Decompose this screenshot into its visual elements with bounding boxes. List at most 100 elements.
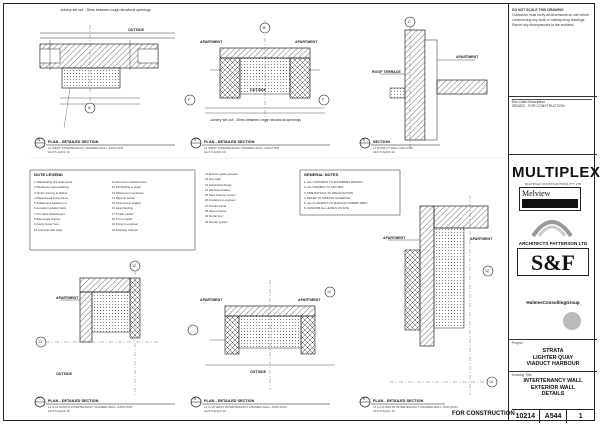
grid-12-c: 12 bbox=[485, 269, 489, 273]
joinery-note-2: Joinery set out - Dims between rough str… bbox=[210, 118, 301, 122]
label-outside-5: OUTSIDE bbox=[250, 88, 266, 92]
general-note: 5. ALL FLASHINGS TO MANUFACTURERS SPEC bbox=[304, 201, 368, 206]
for-construction-stamp: FOR CONSTRUCTION bbox=[452, 411, 515, 417]
legend-item: 4 Plasterboard lining 13mm bbox=[34, 195, 69, 200]
label-apartment-8a: APARTMENT bbox=[200, 298, 223, 302]
legend-item: 16 Head flashing bbox=[112, 206, 133, 211]
general-notes-box bbox=[299, 169, 401, 216]
project-name-line: LIGHTER QUAY bbox=[532, 354, 574, 361]
legend-item: 20 Drainage channel bbox=[112, 227, 138, 232]
engineer-logo: S&F bbox=[517, 248, 589, 276]
detail-9-subtitle: L2 to L8 NORTH INTERTENANCY FRAMED WALL … bbox=[373, 405, 458, 409]
tb-divider bbox=[509, 371, 597, 372]
detail-5-title: PLAN - DETAILED SECTION bbox=[204, 140, 255, 144]
label-outside-8: OUTSIDE bbox=[250, 370, 266, 374]
label-apartment-9b: APARTMENT bbox=[470, 237, 493, 241]
general-note: 1. ALL CONCRETE TO ENGINEERS DETAILS bbox=[304, 180, 363, 184]
tb-divider bbox=[509, 154, 597, 155]
detail-5-number: 5 bbox=[194, 138, 196, 142]
partner-logo-bar bbox=[522, 199, 578, 208]
legend-box bbox=[29, 169, 196, 251]
drawing-title-line: DETAILS bbox=[541, 391, 565, 397]
legend-item: 14 Rigid air barrier bbox=[112, 195, 136, 200]
legend-item: 19 Fixing to engineer bbox=[112, 222, 139, 227]
legend-item: 27 Precast panel bbox=[205, 203, 226, 208]
legend-item: 2 Windbarrier panel flashing bbox=[34, 185, 69, 190]
legend-item: 6 Acoustic insulation batts bbox=[34, 206, 67, 211]
detail-5-subtitle: L2 WEST INTERTENANCY FRAMED WALL JUNCTIO… bbox=[204, 146, 280, 150]
label-roof-terrace: ROOF TERRACE bbox=[372, 70, 401, 74]
detail-7-number: 7 bbox=[38, 397, 40, 401]
detail-5-drawing bbox=[184, 20, 330, 125]
drawing-title: INTERTENANCY WALL EXTERIOR WALL DETAILS bbox=[512, 378, 594, 398]
sheet-number: A544 bbox=[540, 410, 568, 423]
detail-4-subtitle: L2 WEST INTERTENANCY FRAMED WALL JUNCTIO… bbox=[48, 146, 124, 150]
legend-item: 7 Fire rated plasterboard bbox=[34, 211, 65, 216]
legend-item: 12 Sill flashing to detail bbox=[112, 185, 141, 190]
detail-4-ref: A1/1:5 A(2)/1:10 bbox=[48, 150, 70, 154]
consultant-logo: HulmesConsultingGroup bbox=[526, 300, 580, 305]
legend-item: 3 Timber framing at 600crs bbox=[34, 190, 68, 195]
legend-item: 8 Steel angle bracket bbox=[34, 217, 61, 222]
general-notes-list: 1. ALL CONCRETE TO ENGINEERS DETAILS 2. … bbox=[304, 180, 398, 212]
drawing-title-line: EXTERIOR WALL bbox=[530, 384, 576, 391]
project-name-line: STRATA bbox=[542, 348, 564, 354]
project-name: STRATA LIGHTER QUAY VIADUCT HARBOUR bbox=[512, 348, 594, 368]
detail-8-drawing bbox=[187, 280, 336, 390]
tb-divider bbox=[509, 339, 597, 340]
detail-6-drawing bbox=[380, 16, 488, 150]
legend-item: 15 Intumescent sealant bbox=[112, 201, 141, 206]
detail-7-subtitle: L2 & L4 NORTH INTERTENANCY FRAMED WALL J… bbox=[48, 405, 133, 409]
notes-text: Contractor must verify all dimensions on… bbox=[512, 13, 590, 27]
grid-b: B bbox=[263, 26, 266, 30]
legend-item: 9 Cavity closer foam bbox=[34, 222, 60, 227]
general-notes-title: GENERAL NOTES bbox=[304, 172, 339, 177]
label-apartment-8b: APARTMENT bbox=[298, 298, 321, 302]
sheet-border bbox=[3, 3, 595, 421]
architect-name: ARCHITECTS PATTERSON LTD bbox=[518, 241, 588, 246]
detail-6-subtitle: L7 ROOF LT WALL MULLION bbox=[373, 146, 413, 150]
drawing-title-line: INTERTENANCY WALL bbox=[523, 378, 583, 384]
partner-logo: Melview bbox=[519, 187, 581, 211]
grid-12-a: 12 bbox=[132, 264, 136, 268]
grid-12-b: 12 bbox=[327, 290, 331, 294]
drawing-area bbox=[29, 16, 505, 408]
partner-name: Melview bbox=[522, 189, 551, 198]
legend-item: 25 Steel channel section bbox=[205, 193, 236, 198]
detail-9-drawing bbox=[388, 195, 498, 395]
general-note: 3. FIRE RATINGS TO SPECIFICATION bbox=[304, 190, 354, 195]
detail-8-number: 8 bbox=[194, 397, 196, 401]
label-apartment-9a: APARTMENT bbox=[383, 236, 406, 240]
label-apartment-5b: APARTMENT bbox=[295, 40, 318, 44]
detail-9-number: 9 bbox=[363, 397, 365, 401]
legend-item: 28 Vapour barrier bbox=[205, 209, 227, 214]
legend-item: 26 Insulation to engineer bbox=[205, 198, 236, 203]
legend-item: 23 Galvanised fixings bbox=[205, 182, 232, 187]
drawing-codes: 10214 A544 1 bbox=[512, 409, 594, 423]
drawing-title-label: Drawing Title bbox=[512, 373, 532, 377]
revision-table: Rev Date Description ISSUED - FOR CONSTR… bbox=[512, 99, 592, 108]
detail-4-number: 4 bbox=[38, 138, 40, 142]
detail-7-title: PLAN - DETAILED SECTION bbox=[48, 399, 99, 403]
legend-item: 18 Trim to detail bbox=[112, 217, 132, 222]
legend-item: 10 Concrete slab edge bbox=[34, 227, 63, 232]
detail-7-drawing bbox=[35, 260, 160, 395]
detail-8-title: PLAN - DETAILED SECTION bbox=[204, 399, 255, 403]
project-name-line: VIADUCT HARBOUR bbox=[526, 361, 580, 367]
architect-logo-icon bbox=[531, 220, 573, 238]
legend-item: 29 Mortar bed bbox=[205, 214, 223, 219]
job-number: 10214 bbox=[512, 410, 540, 423]
tb-divider bbox=[509, 96, 597, 97]
legend-item: 17 Timber packer bbox=[112, 211, 134, 216]
client-subtitle: MULTIPLEX CONSTRUCTIONS PTY LTD bbox=[524, 182, 582, 186]
general-note: 4. REFER TO WINDOW SCHEDULE bbox=[304, 195, 351, 200]
detail-9-ref: A1/1:5 A(2)/1:10 bbox=[373, 409, 395, 413]
grid-a: A bbox=[88, 106, 91, 110]
notes-heading: DO NOT SCALE THIS DRAWING bbox=[512, 8, 564, 12]
grid-13-b: 13 bbox=[489, 380, 493, 384]
legend-item: 22 Fire collar bbox=[205, 177, 222, 182]
detail-4-title: PLAN - DETAILED SECTION bbox=[48, 140, 99, 144]
label-apartment-7: APARTMENT bbox=[56, 296, 79, 300]
legend-column-1: 1 Wallcladding 2x1 sealed joint 2 Windba… bbox=[34, 180, 104, 233]
legend-item: 11 Aluminium window frame bbox=[112, 180, 147, 184]
